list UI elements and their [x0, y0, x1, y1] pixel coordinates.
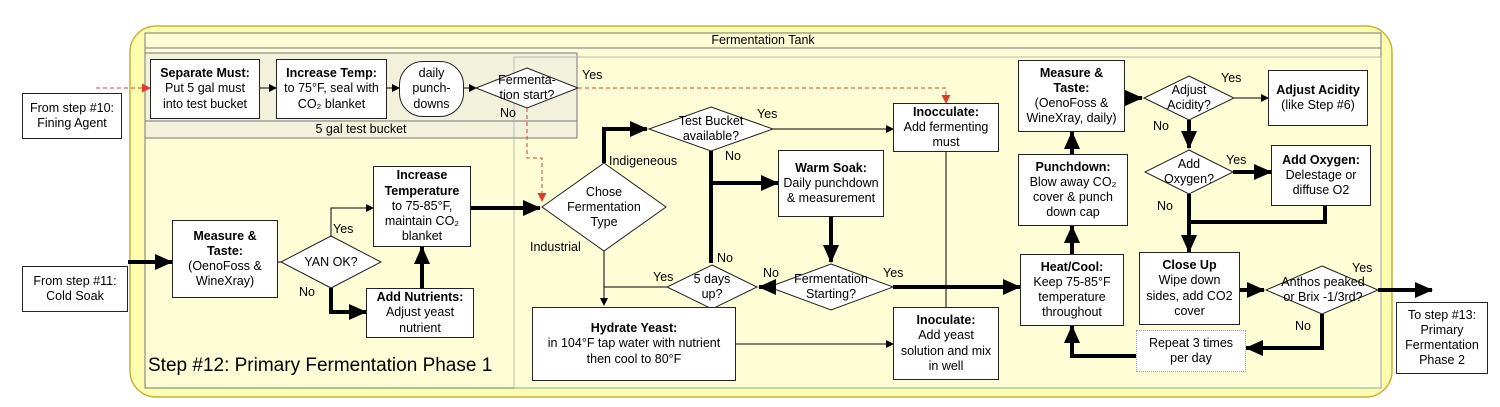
node-text: Add fermenting must — [903, 119, 989, 150]
node-close-up: Close Up Wipe down sides, add CO2 cover — [1139, 252, 1240, 325]
decision-text-test-bucket: Test Bucket available? — [678, 114, 744, 143]
dashed-connectors — [96, 83, 951, 202]
node-text: Blow away CO₂ cover & punch down cap — [1029, 174, 1117, 220]
node-warm-soak: Warm Soak: Daily punchdown & measurement — [778, 150, 884, 217]
node-title: Inoculate: — [916, 313, 976, 327]
decision-fermentation-starting — [767, 263, 895, 311]
node-text: Wipe down sides, add CO2 cover — [1146, 273, 1233, 318]
node-title: Increase Temp: — [286, 66, 377, 81]
test-bucket-title: 5 gal test bucket — [315, 122, 407, 136]
decision-text-five-days: 5 days up? — [693, 272, 731, 301]
connector-anthos-no — [1245, 314, 1324, 356]
node-measure-taste-1: Measure & Taste: (OenoFoss & WineXray) — [172, 220, 278, 298]
node-heat-cool: Heat/Cool: Keep 75-85°F temperature thro… — [1020, 254, 1124, 326]
node-text: Add yeast solution and mix in well — [900, 328, 992, 373]
node-title: Heat/Cool: — [1040, 259, 1104, 274]
label-aa-no: No — [1153, 119, 1169, 133]
decision-text-add-oxygen: Add Oxygen? — [1163, 157, 1215, 186]
node-title: Hydrate Yeast: — [590, 321, 678, 336]
connector-indigeneous — [602, 121, 648, 163]
label-fst-no: No — [763, 266, 779, 280]
label-yan-yes: Yes — [333, 222, 354, 236]
node-text: To step #13: Primary Fermentation Phase … — [1405, 307, 1479, 368]
node-title: Increase Temperature — [384, 168, 460, 198]
node-text: (like Step #6) — [1281, 98, 1355, 112]
label-yan-no: No — [299, 285, 315, 299]
step-title: Step #12: Primary Fermentation Phase 1 — [148, 355, 493, 376]
decision-text-yan-ok: YAN OK? — [304, 254, 358, 269]
node-increase-temp: Increase Temp: to 75°F, seal with CO₂ bl… — [276, 59, 387, 119]
connector-yan-yes — [330, 204, 374, 236]
label-fd-yes: Yes — [653, 270, 674, 284]
label-tb-no: No — [725, 149, 741, 163]
node-inocculate: Inocculate: Add fermenting must — [893, 103, 999, 152]
node-title: Separate Must: — [160, 66, 250, 81]
label-fd-no: No — [717, 251, 733, 265]
node-from-step-10: From step #10: Fining Agent — [22, 93, 122, 139]
node-text: Put 5 gal must into test bucket — [162, 81, 248, 111]
tank-subregion — [513, 56, 1382, 389]
label-industrial: Industrial — [530, 240, 581, 254]
node-text: in 104°F tap water with nutrient then co… — [547, 336, 721, 366]
connector-fs-yes — [578, 87, 951, 104]
node-punchdown: Punchdown: Blow away CO₂ cover & punch d… — [1018, 154, 1128, 226]
node-text: Delestage or diffuse O2 — [1285, 167, 1357, 198]
node-text: Adjust yeast nutrient — [385, 305, 455, 335]
node-title: Punchdown: — [1035, 159, 1111, 174]
connector-repeat-to-heat — [1064, 325, 1136, 358]
label-fs-no: No — [500, 106, 516, 120]
label-ao-yes: Yes — [1226, 153, 1247, 167]
label-tb-yes: Yes — [757, 107, 778, 121]
node-repeat: Repeat 3 times per day — [1136, 330, 1246, 372]
label-an-no: No — [1295, 319, 1311, 333]
node-add-oxygen: Add Oxygen: Delestage or diffuse O2 — [1271, 145, 1371, 206]
node-text: (OenoFoss & WineXray, daily) — [1026, 96, 1117, 126]
node-from-step-11: From step #11: Cold Soak — [22, 266, 128, 312]
label-indigeneous: Indigeneous — [609, 154, 678, 168]
node-text: daily punch-downs — [412, 66, 451, 111]
node-title: Adjust Acidity — [1276, 82, 1360, 97]
decision-text-anthos: Anthos peaked or Brix -1/3rd? — [1281, 275, 1365, 304]
node-title: Add Nutrients: — [376, 290, 464, 305]
node-title: Inocculate: — [913, 104, 979, 119]
connector-fs-no — [526, 108, 547, 202]
node-increase-temperature: Increase Temperature to 75-85°F, maintai… — [373, 166, 471, 247]
thin-connectors — [260, 84, 947, 348]
node-text: From step #11: Cold Soak — [33, 273, 117, 303]
decision-text-chose-type: Chose Fermentation Type — [567, 184, 641, 229]
label-an-yes: Yes — [1352, 261, 1373, 275]
tank-title: Fermentation Tank — [711, 33, 815, 47]
connector-oxygen-back — [1189, 206, 1327, 224]
label-fst-yes: Yes — [883, 266, 904, 280]
decision-text-adjust-acidity: Adjust Acidity? — [1167, 83, 1211, 112]
node-title: Add Oxygen: — [1282, 152, 1360, 167]
node-measure-taste-2: Measure & Taste: (OenoFoss & WineXray, d… — [1018, 60, 1125, 132]
node-text: to 75°F, seal with CO₂ blanket — [284, 81, 379, 111]
node-separate-must: Separate Must: Put 5 gal must into test … — [150, 59, 260, 119]
node-text: Keep 75-85°F temperature throughout — [1033, 274, 1111, 320]
node-add-nutrients: Add Nutrients: Adjust yeast nutrient — [366, 288, 474, 338]
node-title: Measure & Taste: — [1039, 65, 1104, 95]
node-inoculate: Inoculate: Add yeast solution and mix in… — [893, 307, 999, 380]
node-to-step-13: To step #13: Primary Fermentation Phase … — [1396, 302, 1488, 374]
decision-text-fermentation-start: Fermenta-tion start? — [498, 73, 556, 102]
node-daily-punchdowns: daily punch-downs — [399, 61, 464, 117]
connector-yan-no — [329, 288, 367, 320]
label-ao-no: No — [1157, 199, 1173, 213]
node-title: Warm Soak: — [795, 160, 867, 175]
node-text: From step #10: Fining Agent — [29, 100, 115, 130]
node-adjust-acidity: Adjust Acidity (like Step #6) — [1268, 70, 1368, 126]
label-aa-yes: Yes — [1221, 71, 1242, 85]
node-text: (OenoFoss & WineXray) — [188, 259, 262, 289]
node-text: to 75-85°F, maintain CO₂ blanket — [384, 198, 460, 244]
node-title: Close Up — [1162, 258, 1217, 272]
node-title: Measure & Taste: — [193, 228, 257, 258]
decision-text-fermentation-starting: Fermentation Starting? — [794, 272, 868, 301]
node-text: Repeat 3 times per day — [1148, 335, 1234, 365]
node-text: Daily punchdown & measurement — [783, 175, 879, 206]
thick-connectors — [128, 90, 1433, 358]
node-hydrate-yeast: Hydrate Yeast: in 104°F tap water with n… — [532, 307, 736, 381]
label-fs-yes: Yes — [582, 68, 603, 82]
